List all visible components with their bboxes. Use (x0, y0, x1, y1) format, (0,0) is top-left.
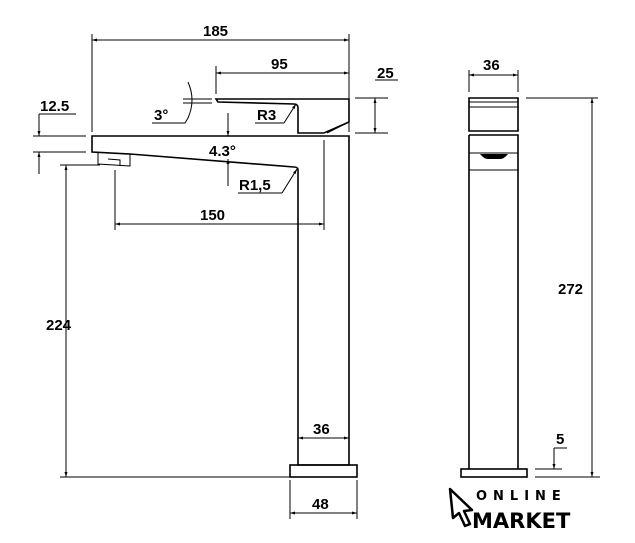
dim-48: 48 (312, 496, 329, 513)
dim-36-side: 36 (483, 57, 500, 74)
base (289, 464, 358, 478)
aerator-side (480, 154, 508, 159)
dim-36-front: 36 (313, 421, 330, 438)
dim-185: 185 (203, 23, 228, 40)
dim-95: 95 (271, 56, 288, 73)
aerator (97, 152, 131, 167)
dim-5: 5 (556, 431, 564, 448)
dim-224: 224 (46, 317, 72, 334)
base-side (460, 468, 528, 478)
dim-25: 25 (377, 65, 394, 82)
front-view: 185 95 25 12.5 3° R3 4.3° R1,5 150 (33, 23, 398, 519)
dim-150: 150 (200, 207, 225, 224)
dim-4-3-deg: 4.3° (209, 143, 236, 160)
dim-3-deg: 3° (154, 107, 168, 124)
dim-272: 272 (558, 281, 583, 298)
cursor-icon (448, 487, 474, 528)
dim-r3: R3 (257, 107, 276, 124)
svg-text:MARKET: MARKET (472, 509, 571, 533)
side-view: 36 272 5 (460, 57, 600, 478)
online-market-logo: ONLINE MARKET (448, 487, 571, 533)
dim-12-5: 12.5 (40, 98, 69, 115)
svg-text:ONLINE: ONLINE (476, 489, 567, 504)
spout-body-outline (91, 135, 350, 466)
lever-outline (214, 98, 350, 134)
dim-r1-5: R1,5 (239, 177, 271, 194)
